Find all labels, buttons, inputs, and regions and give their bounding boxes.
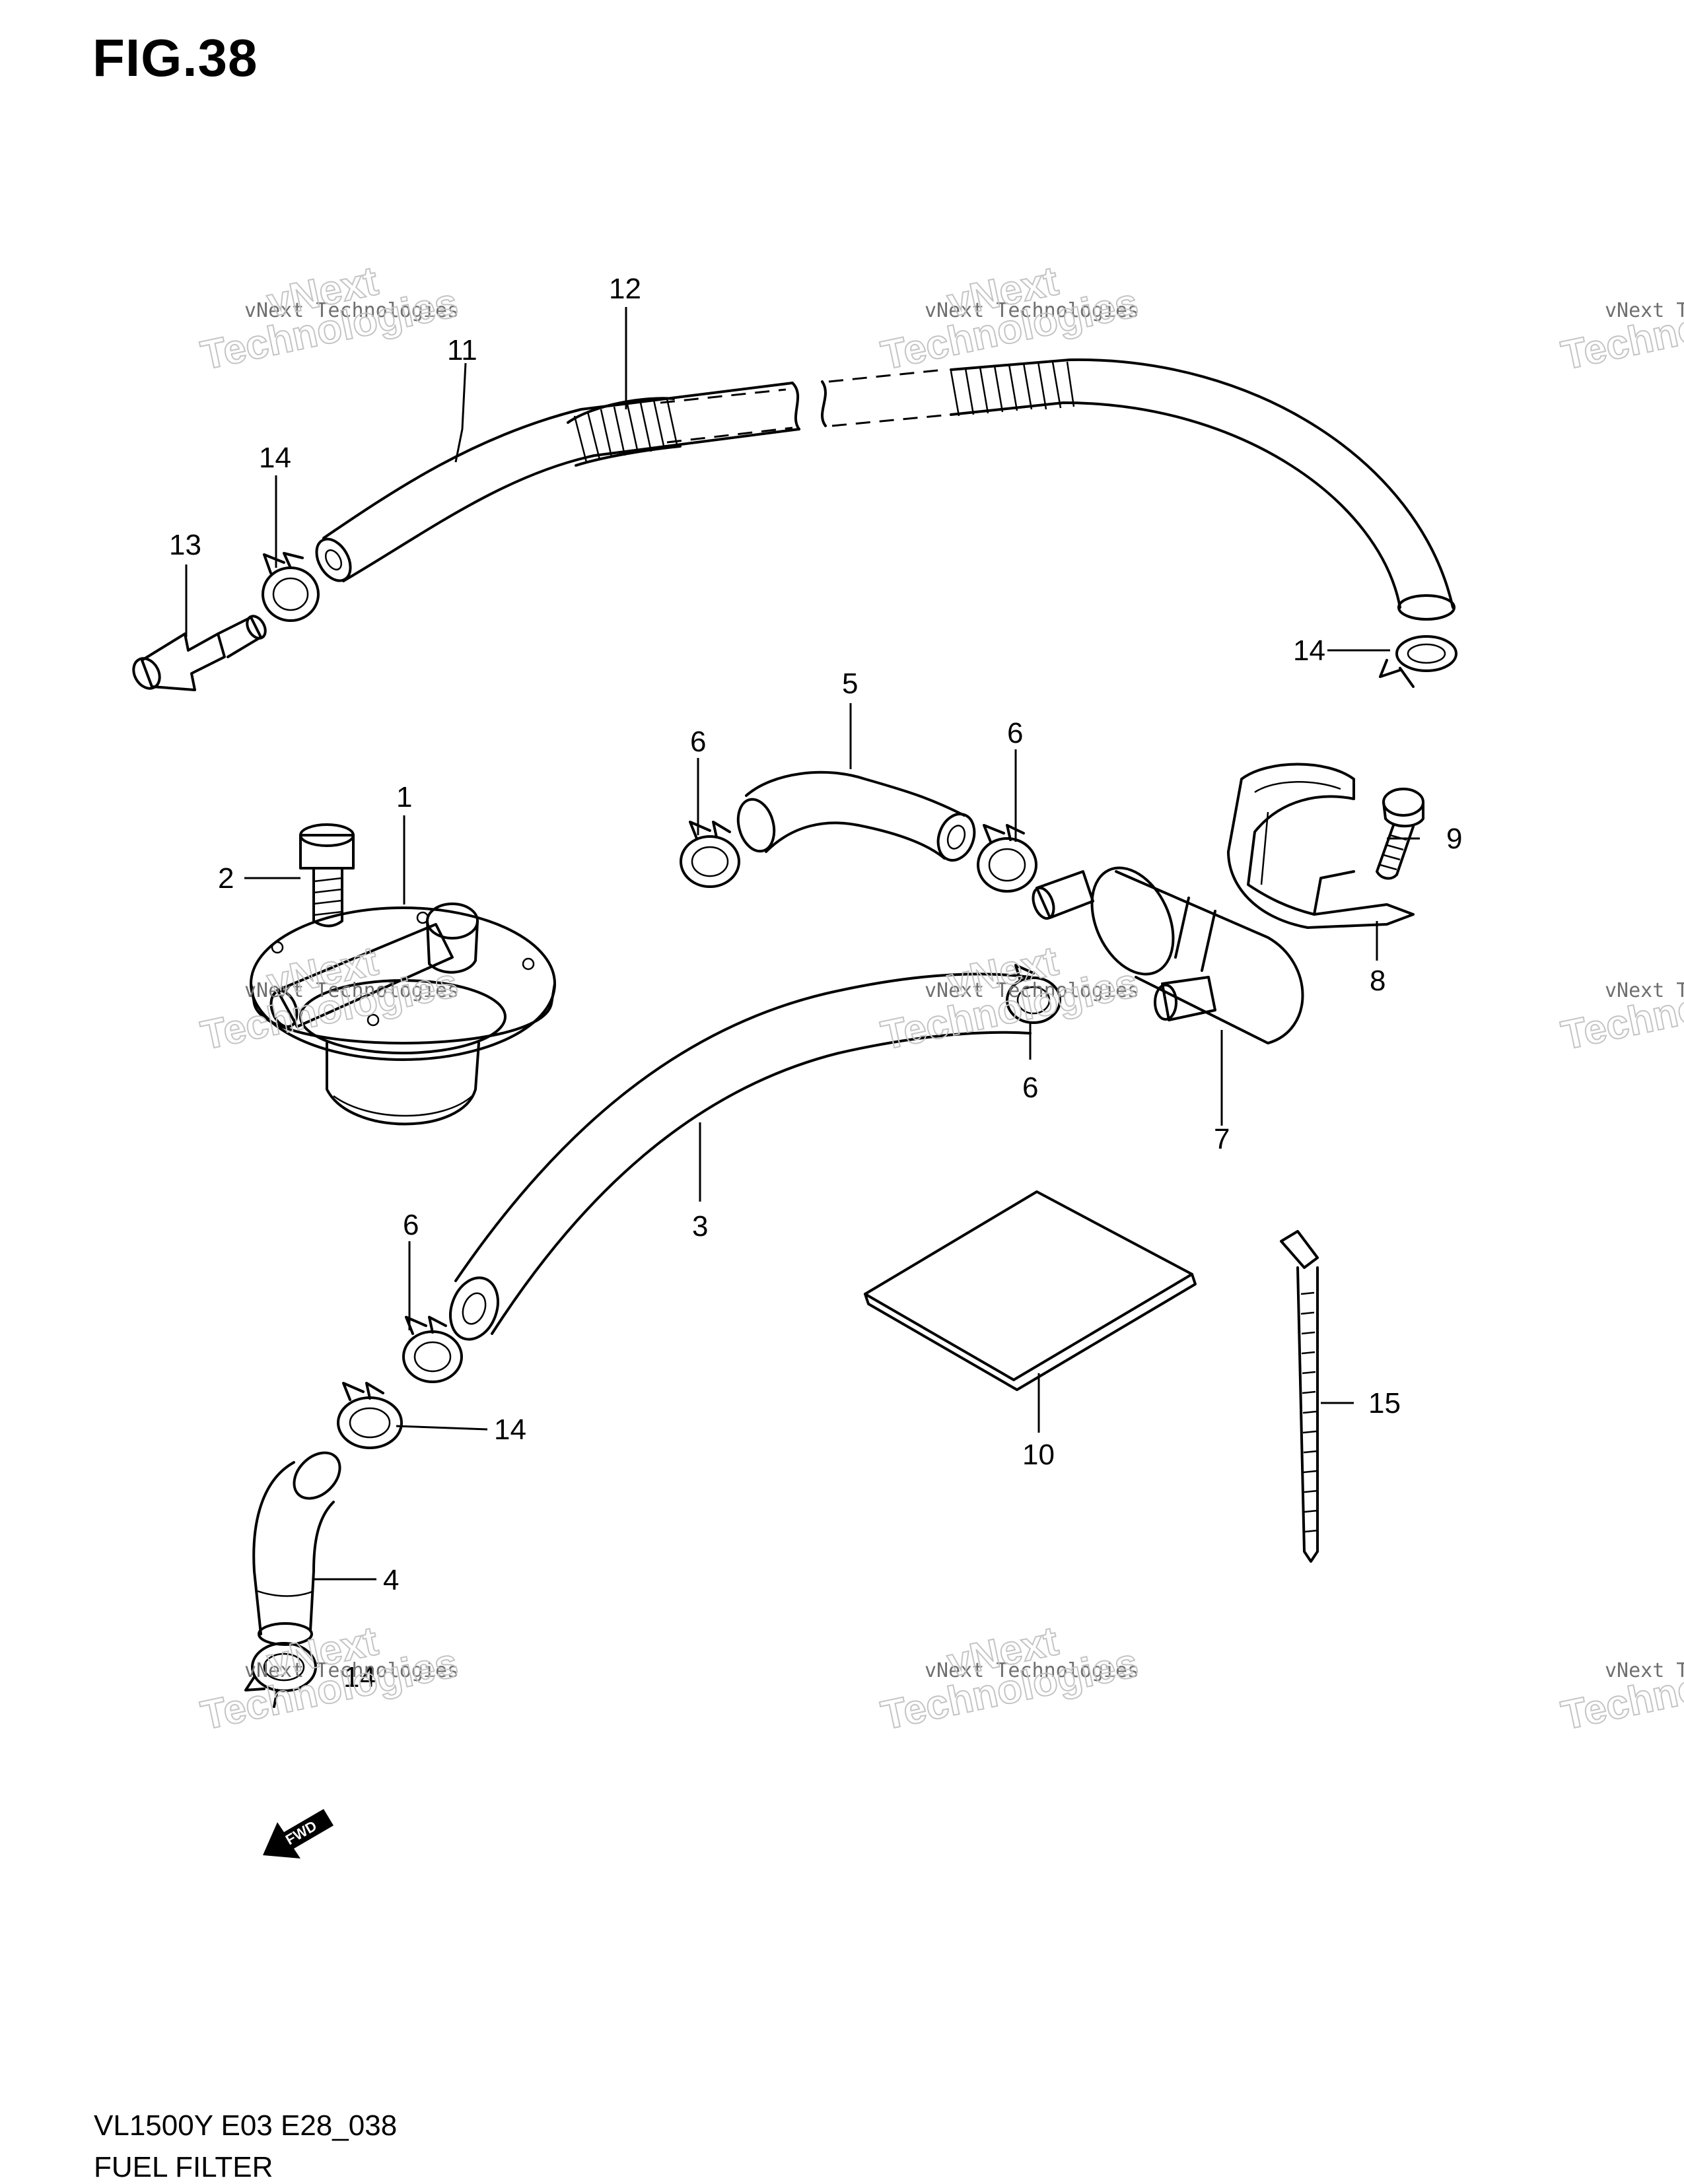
watermark-top-right: vNext Technologies Technologies bbox=[1557, 279, 1684, 380]
part-5-fuel-hose-short bbox=[736, 770, 976, 862]
callout-2: 2 bbox=[218, 862, 234, 895]
part-14-clamp-top-right bbox=[1379, 635, 1457, 688]
part-6-clamp-at-filter bbox=[1006, 964, 1061, 1024]
part-8-filter-holder bbox=[1227, 763, 1415, 929]
part-2-bolt bbox=[299, 823, 355, 928]
callout-4: 4 bbox=[383, 1564, 399, 1596]
callout-14-top-right: 14 bbox=[1293, 634, 1325, 667]
part-7-fuel-filter bbox=[1032, 866, 1304, 1044]
callout-8: 8 bbox=[1370, 965, 1386, 997]
callout-15: 15 bbox=[1368, 1387, 1401, 1419]
watermark-text: vNext Technologies bbox=[1605, 979, 1684, 1002]
leader-lines bbox=[185, 307, 1420, 1581]
watermark-outline: Technologies bbox=[1558, 280, 1684, 379]
callout-3: 3 bbox=[692, 1210, 708, 1243]
part-14-clamp-mid-left bbox=[337, 1382, 403, 1449]
watermark-low-left: vNext Technologies Technologies vNext bbox=[197, 1618, 463, 1740]
part-15-cable-tie bbox=[1280, 1230, 1319, 1563]
part-3-fuel-hose-long bbox=[449, 973, 1032, 1341]
callout-13: 13 bbox=[169, 529, 201, 561]
watermark-text: vNext Technologies bbox=[1605, 1659, 1684, 1682]
callout-14-bottom: 14 bbox=[343, 1661, 376, 1693]
callout-6-filter: 6 bbox=[1022, 1072, 1038, 1104]
watermark-text: vNext Technologies bbox=[925, 299, 1139, 322]
fwd-direction-arrow: FWD bbox=[263, 1809, 333, 1859]
part-1-fuel-fitting bbox=[250, 903, 556, 1126]
callout-5: 5 bbox=[842, 667, 858, 700]
callout-6-lower: 6 bbox=[403, 1209, 419, 1241]
callout-11: 11 bbox=[447, 334, 477, 366]
callout-6-right: 6 bbox=[1007, 717, 1023, 749]
watermark-top-left: vNext Technologies Technologies vNext bbox=[197, 257, 463, 380]
callout-1: 1 bbox=[396, 781, 412, 813]
callout-14-mid: 14 bbox=[494, 1414, 526, 1446]
part-10-cushion-pad bbox=[864, 1190, 1197, 1391]
part-6-clamp-lower bbox=[402, 1316, 463, 1383]
callout-6-left: 6 bbox=[690, 726, 706, 758]
section-name: FUEL FILTER bbox=[94, 2151, 273, 2183]
part-12-protector-sleeve-right bbox=[950, 361, 1075, 417]
watermark-mid-center: vNext Technologies Technologies vNext bbox=[877, 938, 1143, 1060]
callout-10: 10 bbox=[1022, 1439, 1055, 1471]
callout-numbers: 11 12 14 13 14 5 6 6 1 2 9 8 6 7 3 6 14 … bbox=[169, 273, 1462, 1693]
watermark-text: vNext Technologies bbox=[244, 299, 459, 322]
callout-9: 9 bbox=[1446, 823, 1462, 855]
callout-14-top-left: 14 bbox=[259, 442, 291, 474]
part-6-clamp-right-of-hose-5 bbox=[977, 824, 1037, 893]
part-14-clamp-top-left bbox=[262, 552, 320, 622]
model-code: VL1500Y E03 E28_038 bbox=[94, 2109, 398, 2142]
watermark-text: vNext Technologies bbox=[1605, 299, 1684, 322]
watermark-low-center: vNext Technologies Technologies vNext bbox=[877, 1618, 1143, 1740]
part-4-elbow-hose bbox=[252, 1451, 341, 1646]
part-11-fuel-hose bbox=[315, 358, 1456, 621]
watermark-text: vNext Technologies bbox=[244, 1659, 459, 1682]
watermark-text: vNext Technologies bbox=[244, 979, 459, 1002]
watermark-mid-right: vNext Technologies Technologies bbox=[1557, 959, 1684, 1060]
part-6-clamp-left-of-hose-5 bbox=[680, 821, 740, 888]
watermark-outline: Technologies bbox=[1558, 960, 1684, 1059]
watermark-outline: Technologies bbox=[1558, 1640, 1684, 1739]
part-12-protector-sleeve-left bbox=[567, 397, 682, 467]
watermark-text: vNext Technologies bbox=[925, 1659, 1139, 1682]
callout-7: 7 bbox=[1214, 1123, 1230, 1155]
callout-12: 12 bbox=[609, 273, 641, 305]
part-13-union-fitting bbox=[132, 615, 267, 691]
watermark-text: vNext Technologies bbox=[925, 979, 1139, 1002]
watermark-low-right: vNext Technologies Technologies bbox=[1557, 1639, 1684, 1740]
figure-title: FIG.38 bbox=[92, 28, 258, 87]
part-9-bolt bbox=[1376, 788, 1424, 880]
